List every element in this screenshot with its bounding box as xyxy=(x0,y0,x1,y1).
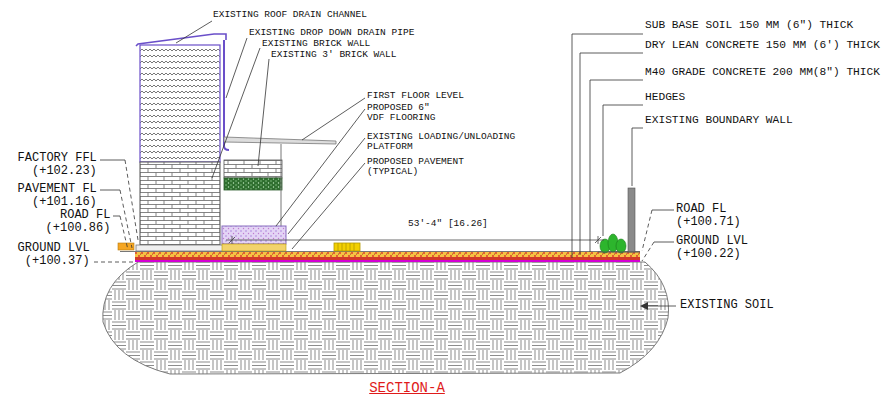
dimension-line xyxy=(226,236,604,244)
callout-label: PROPOSED 6" VDF FLOORING xyxy=(367,103,438,124)
elevation-label: FACTORY FFL (+102.23) xyxy=(14,152,97,178)
callout-label: EXISTING LOADING/UNLOADING PLATFORM xyxy=(367,132,518,153)
layer-label: SUB BASE SOIL 150 MM (6") THICK xyxy=(645,19,853,31)
elevation-label: ROAD FL (+100.86) xyxy=(42,209,110,235)
callout-label: EXISTING SOIL xyxy=(680,299,774,312)
callout-label: HEDGES xyxy=(645,91,685,103)
leader-lines xyxy=(176,21,676,306)
upper-wall xyxy=(140,45,220,162)
elevation-label: ROAD FL (+100.71) xyxy=(676,203,744,229)
brick-wall xyxy=(140,162,220,245)
callout-label: EXISTING BRICK WALL xyxy=(262,39,370,49)
m40-concrete-layer xyxy=(135,252,640,257)
callout-label: PROPOSED PAVEMENT (TYPICAL) xyxy=(367,157,467,178)
elevation-label: PAVEMENT FL (+101.16) xyxy=(14,183,97,209)
soil-arrowhead xyxy=(640,302,648,310)
elevation-label: GROUND LVL (+100.37) xyxy=(14,242,90,268)
existing-soil xyxy=(103,262,669,374)
first-floor-slab xyxy=(224,137,336,144)
layer-label: DRY LEAN CONCRETE 150 MM (6') THICK xyxy=(645,39,880,51)
boundary-wall xyxy=(628,188,635,252)
callout-label: EXISTING BOUNDARY WALL xyxy=(645,114,793,126)
sub-base-layer xyxy=(135,260,640,262)
section-title: SECTION-A xyxy=(369,381,445,396)
three-foot-brick-wall xyxy=(224,160,282,178)
drain-grating xyxy=(334,243,360,251)
dimension-text: 53'-4" [16.26] xyxy=(408,219,488,229)
callout-label: EXISTING DROP DOWN DRAIN PIPE xyxy=(249,28,414,38)
callout-label: EXISTING ROOF DRAIN CHANNEL xyxy=(213,10,367,20)
wall-coping xyxy=(224,178,282,190)
wall-footing xyxy=(136,245,224,251)
layer-label: M40 GRADE CONCRETE 200 MM(8") THICK xyxy=(645,66,880,78)
elevation-label: GROUND LVL (+100.22) xyxy=(676,235,752,261)
hedges xyxy=(600,234,626,253)
post xyxy=(281,144,282,226)
road-edge xyxy=(598,252,640,253)
callout-label: EXISTING 3' BRICK WALL xyxy=(271,50,396,60)
callout-label: FIRST FLOOR LEVEL xyxy=(367,91,464,101)
vdf-flooring xyxy=(222,244,286,251)
dry-lean-concrete-layer xyxy=(135,257,640,260)
